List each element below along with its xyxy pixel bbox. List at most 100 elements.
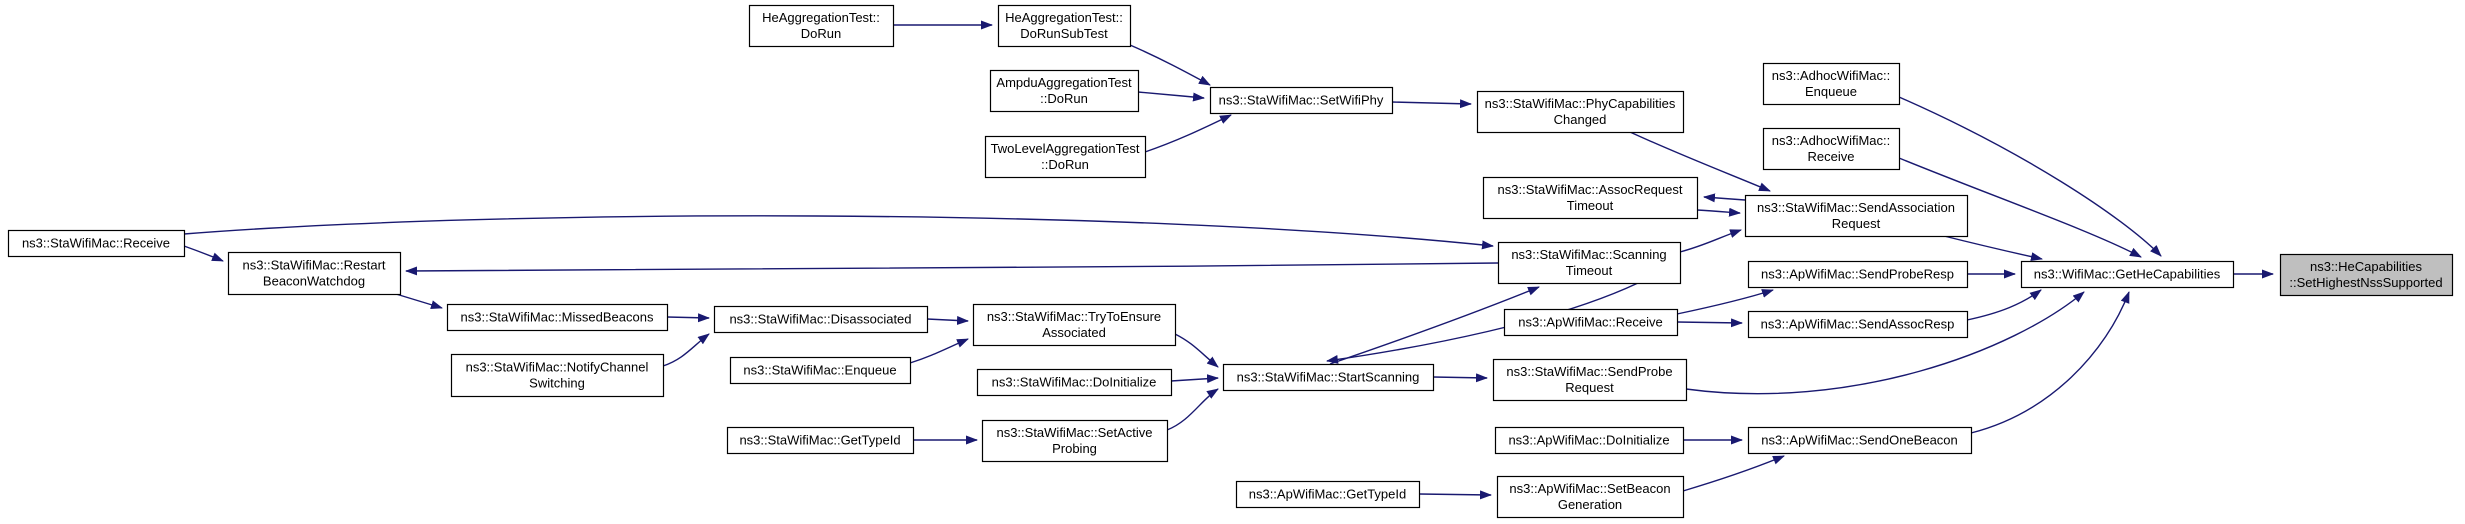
node-box	[1209, 86, 1394, 115]
edge-sta-setactiveprobing--sta-startscanning	[1166, 388, 1219, 431]
node-ap-sendassocresp[interactable]: ns3::ApWifiMac::SendAssocResp	[1747, 310, 1969, 339]
edge-ampdu-dorun--sta-setwifiphy	[1137, 91, 1205, 102]
node-box	[1496, 475, 1685, 519]
node-box	[984, 135, 1147, 179]
focus-node-box	[2279, 253, 2454, 297]
edge-ap-sendonebeacon--wifimac-gethecapabilities	[1970, 291, 2130, 434]
node-wifimac-gethecapabilities[interactable]: ns3::WifiMac::GetHeCapabilities	[2020, 260, 2235, 289]
edge-sta-receive--sta-scanningtimeout	[183, 215, 1494, 250]
node-he-dorunsubtest[interactable]: HeAggregationTest::DoRunSubTest	[997, 4, 1132, 48]
node-box	[1744, 194, 1969, 238]
node-sta-missedbeacons[interactable]: ns3::StaWifiMac::MissedBeacons	[446, 303, 669, 332]
node-sta-gettypeid[interactable]: ns3::StaWifiMac::GetTypeId	[726, 426, 915, 455]
node-box	[1494, 426, 1685, 455]
node-label: HeAggregationTest::DoRunSubTest	[1005, 10, 1123, 41]
node-box	[1482, 176, 1699, 220]
node-ap-receive[interactable]: ns3::ApWifiMac::Receive	[1503, 308, 1679, 337]
node-box	[729, 356, 912, 385]
node-label: TwoLevelAggregationTest::DoRun	[991, 141, 1140, 172]
node-ampdu-dorun[interactable]: AmpduAggregationTest::DoRun	[989, 69, 1140, 113]
node-label: ns3::AdhocWifiMac::Enqueue	[1772, 68, 1891, 99]
node-box	[726, 426, 915, 455]
node-ap-doinitialize[interactable]: ns3::ApWifiMac::DoInitialize	[1494, 426, 1685, 455]
edge-sta-scanningtimeout--sta-startscanning	[1326, 282, 1639, 364]
edge-sta-startscanning--sta-scanningtimeout	[1329, 286, 1540, 365]
node-box	[989, 69, 1140, 113]
node-label: ns3::StaWifiMac::MissedBeacons	[461, 310, 654, 325]
edge-sta-restartbeaconwatchdog--sta-missedbeacons	[395, 293, 443, 310]
node-label: ns3::ApWifiMac::DoInitialize	[1508, 433, 1669, 448]
edge-sta-scanningtimeout--sta-restartbeaconwatchdog	[405, 262, 1499, 276]
node-box	[1762, 127, 1901, 171]
edge-sta-sendproberequest--wifimac-gethecapabilities	[1685, 291, 2085, 395]
node-ap-sendproberesp[interactable]: ns3::ApWifiMac::SendProbeResp	[1747, 260, 1969, 289]
node-sta-receive[interactable]: ns3::StaWifiMac::Receive	[7, 229, 186, 258]
node-box	[1235, 480, 1421, 509]
node-box	[713, 305, 929, 334]
node-label: ns3::AdhocWifiMac::Receive	[1772, 133, 1891, 164]
node-box	[1492, 358, 1688, 402]
node-sta-setwifiphy[interactable]: ns3::StaWifiMac::SetWifiPhy	[1209, 86, 1394, 115]
node-box	[450, 353, 665, 398]
edge-sta-setwifiphy--sta-phycapabilitieschanged	[1391, 99, 1472, 109]
node-ap-sendonebeacon[interactable]: ns3::ApWifiMac::SendOneBeacon	[1747, 426, 1973, 455]
node-sta-disassociated[interactable]: ns3::StaWifiMac::Disassociated	[713, 305, 929, 334]
node-hecap-sethighestnsssupported: ns3::HeCapabilities::SetHighestNssSuppor…	[2279, 253, 2454, 297]
node-box	[2020, 260, 2235, 289]
edge-ap-setbeacongeneration--ap-sendonebeacon	[1682, 455, 1785, 492]
edge-sta-sendassociationrequest--wifimac-gethecapabilities	[1939, 234, 2043, 262]
edge-sta-assocrequesttimeout--sta-sendassociationrequest	[1696, 207, 1741, 217]
node-box	[7, 229, 186, 258]
node-label: ns3::StaWifiMac::Disassociated	[729, 312, 911, 327]
node-sta-enqueue[interactable]: ns3::StaWifiMac::Enqueue	[729, 356, 912, 385]
node-box	[1476, 90, 1685, 134]
edge-sta-missedbeacons--sta-disassociated	[666, 313, 710, 323]
edge-ap-sendassocresp--wifimac-gethecapabilities	[1966, 289, 2042, 321]
node-ap-gettypeid[interactable]: ns3::ApWifiMac::GetTypeId	[1235, 480, 1421, 509]
node-label: ns3::StaWifiMac::GetTypeId	[739, 433, 900, 448]
node-box	[981, 419, 1169, 463]
node-box	[1762, 62, 1901, 106]
node-sta-startscanning[interactable]: ns3::StaWifiMac::StartScanning	[1222, 363, 1435, 392]
node-he-dorun[interactable]: HeAggregationTest::DoRun	[748, 4, 895, 48]
node-adhoc-receive[interactable]: ns3::AdhocWifiMac::Receive	[1762, 127, 1901, 171]
edge-sta-receive--sta-restartbeaconwatchdog	[183, 245, 224, 262]
node-label: ns3::ApWifiMac::SendProbeResp	[1761, 267, 1954, 282]
node-label: ns3::StaWifiMac::SetWifiPhy	[1219, 93, 1384, 108]
node-label: ns3::WifiMac::GetHeCapabilities	[2034, 267, 2221, 282]
node-label: ns3::StaWifiMac::DoInitialize	[992, 375, 1157, 390]
node-adhoc-enqueue[interactable]: ns3::AdhocWifiMac::Enqueue	[1762, 62, 1901, 106]
edge-he-dorunsubtest--sta-setwifiphy	[1129, 44, 1211, 86]
edge-ap-receive--ap-sendassocresp	[1676, 318, 1743, 328]
edge-twolevel-dorun--sta-setwifiphy	[1144, 114, 1232, 153]
node-box	[997, 4, 1132, 48]
node-box	[748, 4, 895, 48]
edge-adhoc-receive--wifimac-gethecapabilities	[1898, 157, 2142, 258]
node-label: ns3::HeCapabilities::SetHighestNssSuppor…	[2289, 259, 2442, 290]
edge-ap-gettypeid--ap-setbeacongeneration	[1418, 490, 1492, 500]
edge-sta-notifychannelswitching--sta-disassociated	[662, 333, 710, 367]
node-label: ns3::StaWifiMac::Enqueue	[743, 363, 896, 378]
edge-sta-trytoensureassociated--sta-startscanning	[1174, 333, 1219, 368]
node-twolevel-dorun[interactable]: TwoLevelAggregationTest::DoRun	[984, 135, 1147, 179]
node-sta-doinitialize[interactable]: ns3::StaWifiMac::DoInitialize	[976, 368, 1173, 397]
